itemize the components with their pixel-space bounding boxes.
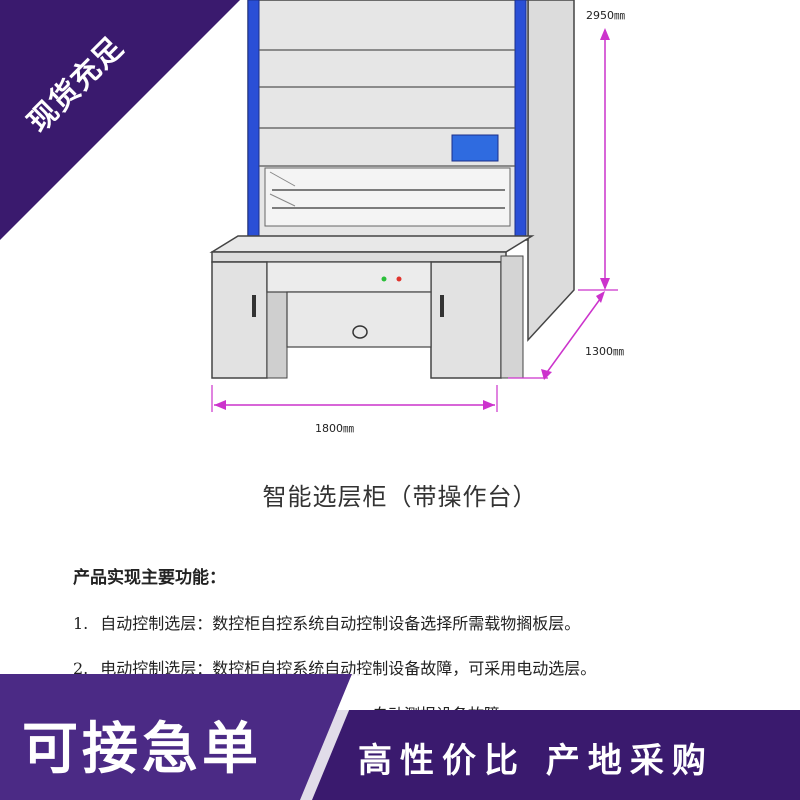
desk-top <box>209 235 535 253</box>
bottom-banner <box>0 674 800 800</box>
control-panel-screen <box>451 134 499 162</box>
bottom-left-banner-text: 可接急单 <box>22 717 262 782</box>
depth-dimension-label: 1300㎜ <box>585 345 624 358</box>
feature-item-number: 1. <box>73 614 89 633</box>
keyhole <box>352 325 368 339</box>
right-blue-rail <box>514 0 527 237</box>
width-dimension-label: 1800㎜ <box>315 422 354 435</box>
feature-item-text: 自动控制选层：数控柜自控系统自动控制设备选择所需载物搁板层。 <box>100 614 581 633</box>
features-heading: 产品实现主要功能： <box>73 568 226 588</box>
corner-ribbon: 现货充足 <box>0 0 240 240</box>
diagram-caption: 智能选层柜（带操作台） <box>262 483 538 511</box>
cabinet-side-face <box>527 0 575 342</box>
height-dimension-label: 2950㎜ <box>586 9 625 22</box>
left-pedestal <box>211 261 268 379</box>
cabinet-diagram <box>209 0 618 412</box>
feature-item-number: 2. <box>73 659 89 678</box>
center-drawer <box>266 261 432 293</box>
bottom-right-banner-text: 高性价比 产地采购 <box>358 741 714 781</box>
feature-item-1: 1. 自动控制选层：数控柜自控系统自动控制设备选择所需载物搁板层。 <box>73 610 580 634</box>
shelf-opening <box>264 167 511 227</box>
right-pedestal <box>430 261 502 379</box>
feature-item-2: 2. 电动控制选层：数控柜自控系统自动控制设备故障，可采用电动选层。 <box>73 655 596 679</box>
left-blue-rail <box>247 0 260 237</box>
feature-item-text: 电动控制选层：数控柜自控系统自动控制设备故障，可采用电动选层。 <box>100 659 597 678</box>
